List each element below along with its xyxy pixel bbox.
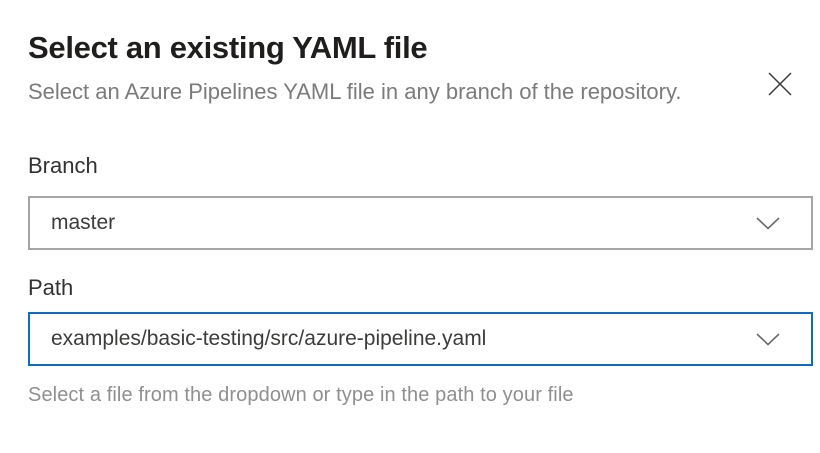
branch-dropdown[interactable]: master <box>28 196 813 250</box>
dialog-subtitle: Select an Azure Pipelines YAML file in a… <box>28 79 682 104</box>
page-title: Select an existing YAML file <box>28 30 428 65</box>
path-combobox <box>28 312 813 366</box>
path-field-label: Path <box>28 275 74 300</box>
branch-field-label: Branch <box>28 153 98 178</box>
path-helper-text: Select a file from the dropdown or type … <box>28 384 574 406</box>
chevron-down-icon <box>756 332 780 346</box>
close-icon <box>765 69 795 99</box>
path-input[interactable] <box>30 314 811 364</box>
branch-dropdown-value: master <box>51 211 116 234</box>
select-yaml-dialog: Select an existing YAML file Select an A… <box>0 28 820 453</box>
chevron-down-icon <box>755 210 781 236</box>
path-dropdown-button[interactable] <box>755 326 781 352</box>
close-button[interactable] <box>762 66 798 102</box>
